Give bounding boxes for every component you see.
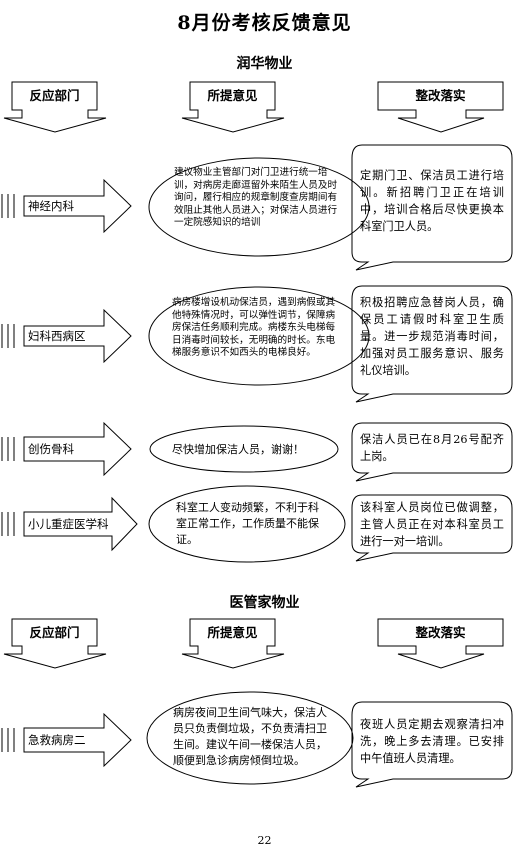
dept-arrow xyxy=(23,421,132,477)
fix-text: 保洁人员已在8月26号配齐上岗。 xyxy=(360,433,504,463)
dept-marker xyxy=(1,324,15,348)
header-dept-label: 反应部门 xyxy=(29,625,80,640)
opinion-text: 病房夜间卫生间气味大，保洁人员只负责倒垃圾，不负责清扫卫生间。建议午间一楼保洁人… xyxy=(173,706,327,767)
dept-arrow xyxy=(23,496,138,552)
fix-text: 积极招聘应急替岗人员，确保员工请假时科室卫生质量。进一步规范消毒时间，加强对员工… xyxy=(360,296,504,377)
fix-text: 该科室人员岗位已做调整，主管人员正在对本科室员工进行一对一培训。 xyxy=(360,501,504,548)
fix-bubble xyxy=(351,422,513,482)
header-opinion-label: 所提意见 xyxy=(207,625,258,640)
page-number: 22 xyxy=(257,834,272,847)
fix-bubble xyxy=(351,494,513,562)
header-fix-label: 整改落实 xyxy=(415,88,466,103)
dept-label: 急救病房二 xyxy=(28,733,86,747)
dept-label: 妇科西病区 xyxy=(28,329,86,343)
header-arrow-dept xyxy=(3,81,107,133)
dept-arrow xyxy=(23,308,132,364)
opinion-oval xyxy=(146,691,354,785)
opinion-oval xyxy=(148,286,370,386)
dept-marker xyxy=(1,728,15,752)
fix-bubble xyxy=(351,701,513,788)
opinion-text: 病房楼增设机动保洁员，遇到病假或其他特殊情况时，可以弹性调节，保障病房保洁任务顺… xyxy=(172,297,336,358)
dept-label: 小儿重症医学科 xyxy=(28,517,109,531)
opinion-oval xyxy=(148,157,370,257)
dept-arrow xyxy=(23,712,132,768)
dept-marker xyxy=(1,437,15,461)
opinion-oval xyxy=(148,485,346,563)
opinion-text: 科室工人变动频繁，不利于科室正常工作，工作质量不能保证。 xyxy=(176,501,319,546)
page-title: 8月份考核反馈意见 xyxy=(177,12,352,34)
section-title: 医管家物业 xyxy=(229,595,300,611)
header-fix-label: 整改落实 xyxy=(415,625,466,640)
dept-marker xyxy=(1,194,15,218)
header-arrow-dept xyxy=(3,618,107,669)
fix-bubble xyxy=(351,285,513,403)
dept-marker xyxy=(1,512,15,536)
header-arrow-fix xyxy=(377,81,504,133)
fix-text: 定期门卫、保洁员工进行培训。新招聘门卫正在培训中，培训合格后尽快更换本科室门卫人… xyxy=(360,169,504,233)
section-title: 润华物业 xyxy=(236,56,293,72)
header-arrow-opinion xyxy=(181,618,285,669)
header-opinion-label: 所提意见 xyxy=(207,88,258,103)
header-arrow-fix xyxy=(377,618,504,669)
fix-text: 夜班人员定期去观察清扫冲洗，晚上多去清理。已安排中午值班人员清理。 xyxy=(360,718,504,765)
dept-arrow xyxy=(23,178,132,234)
dept-label: 神经内科 xyxy=(28,199,74,213)
dept-label: 创伤骨科 xyxy=(28,442,74,456)
opinion-oval xyxy=(149,425,339,473)
opinion-text: 尽快增加保洁人员，谢谢！ xyxy=(172,443,304,456)
opinion-text: 建议物业主管部门对门卫进行统一培训，对病房走廊逗留外来陌生人员及时询问，履行相应… xyxy=(174,167,338,228)
fix-bubble xyxy=(351,144,513,271)
header-arrow-opinion xyxy=(181,81,285,133)
header-dept-label: 反应部门 xyxy=(29,88,80,103)
